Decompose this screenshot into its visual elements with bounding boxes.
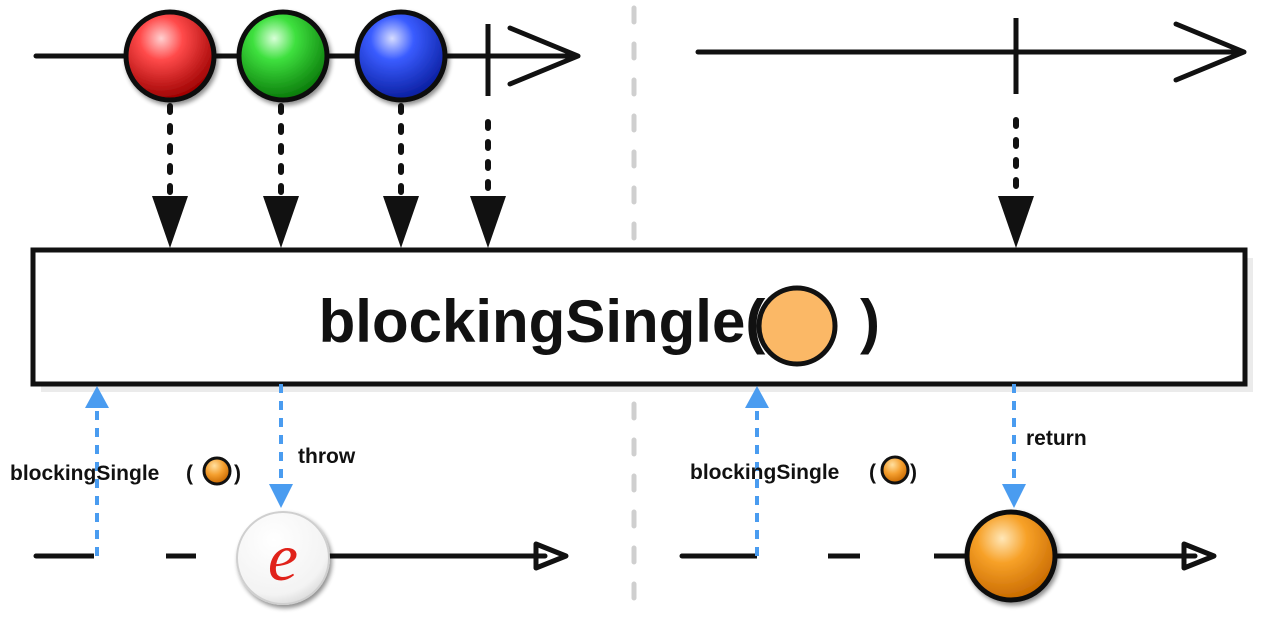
return-label: return [1026, 427, 1087, 450]
call-label-right: blockingSingle ( ) [690, 455, 917, 485]
result-marble-orange [964, 509, 1058, 603]
call-label-right-open: ( [869, 461, 876, 484]
operator-label: blockingSingle( [319, 288, 766, 355]
input-arrowheads [152, 196, 1034, 248]
marble-green [236, 9, 330, 103]
call-label-left: blockingSingle ( ) [10, 456, 241, 486]
call-label-right-text: blockingSingle [690, 461, 839, 484]
return-arrow-right [1002, 384, 1026, 508]
call-arrow-left [85, 386, 109, 556]
error-symbol: e [268, 519, 298, 595]
throw-label: throw [298, 445, 356, 468]
call-label-left-text: blockingSingle [10, 462, 159, 485]
error-marble: e [236, 511, 330, 605]
operator-close-paren: ) [860, 288, 880, 355]
source-timeline-right [695, 18, 1247, 94]
marble-red [123, 9, 217, 103]
operator-marble [756, 285, 838, 367]
call-label-left-open: ( [186, 462, 193, 485]
call-label-left-marble [202, 456, 232, 486]
call-label-right-close: ) [910, 461, 917, 484]
operator-box: blockingSingle( ) [30, 247, 1253, 392]
source-timeline-left [33, 9, 581, 103]
result-timeline-right [679, 541, 1217, 571]
call-arrow-right [745, 386, 769, 556]
marble-blue [354, 9, 448, 103]
call-label-left-close: ) [234, 462, 241, 485]
input-arrows [167, 103, 1019, 198]
call-label-right-marble [880, 455, 910, 485]
throw-arrow-left [269, 384, 293, 508]
